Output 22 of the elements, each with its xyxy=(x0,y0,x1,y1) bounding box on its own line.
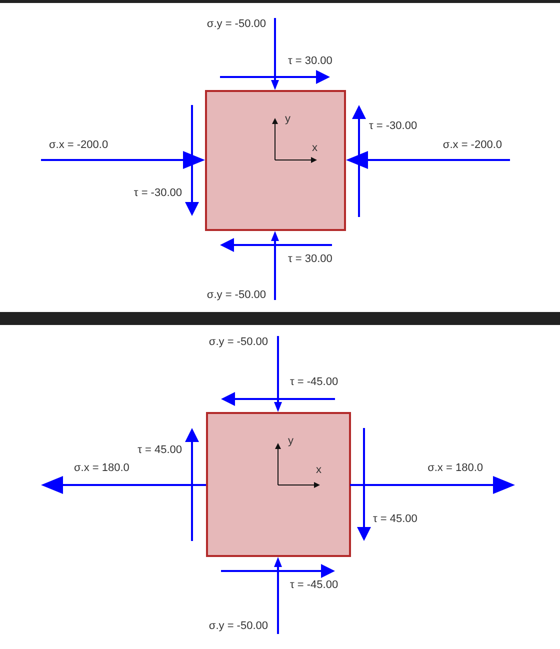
stress-label: τ = -30.00 xyxy=(134,187,182,200)
stress-label: σ.x = 180.0 xyxy=(428,462,483,475)
stress-label: σ.x = -200.0 xyxy=(49,139,108,152)
stress-label: τ = -45.00 xyxy=(290,579,338,592)
axis-label: y xyxy=(288,435,294,448)
stress-element-square xyxy=(205,90,346,231)
stress-label: τ = 45.00 xyxy=(373,513,418,526)
stress-label: τ = -45.00 xyxy=(290,376,338,389)
stress-label: σ.x = 180.0 xyxy=(74,462,130,475)
stress-label: σ.y = -50.00 xyxy=(206,18,266,31)
axis-label: y xyxy=(285,113,290,126)
axis-label: x xyxy=(312,142,318,155)
stress-element-square xyxy=(206,412,351,557)
stress-label: σ.y = -50.00 xyxy=(208,336,268,349)
stress-label: τ = -30.00 xyxy=(369,120,418,133)
stress-label: τ = 45.00 xyxy=(138,444,182,457)
stress-label: τ = 30.00 xyxy=(288,253,332,266)
stress-label: σ.y = -50.00 xyxy=(208,620,268,633)
axis-label: x xyxy=(316,464,322,477)
stress-label: τ = 30.00 xyxy=(288,55,332,68)
stress-label: σ.y = -50.00 xyxy=(206,289,266,302)
stress-label: σ.x = -200.0 xyxy=(442,139,502,152)
